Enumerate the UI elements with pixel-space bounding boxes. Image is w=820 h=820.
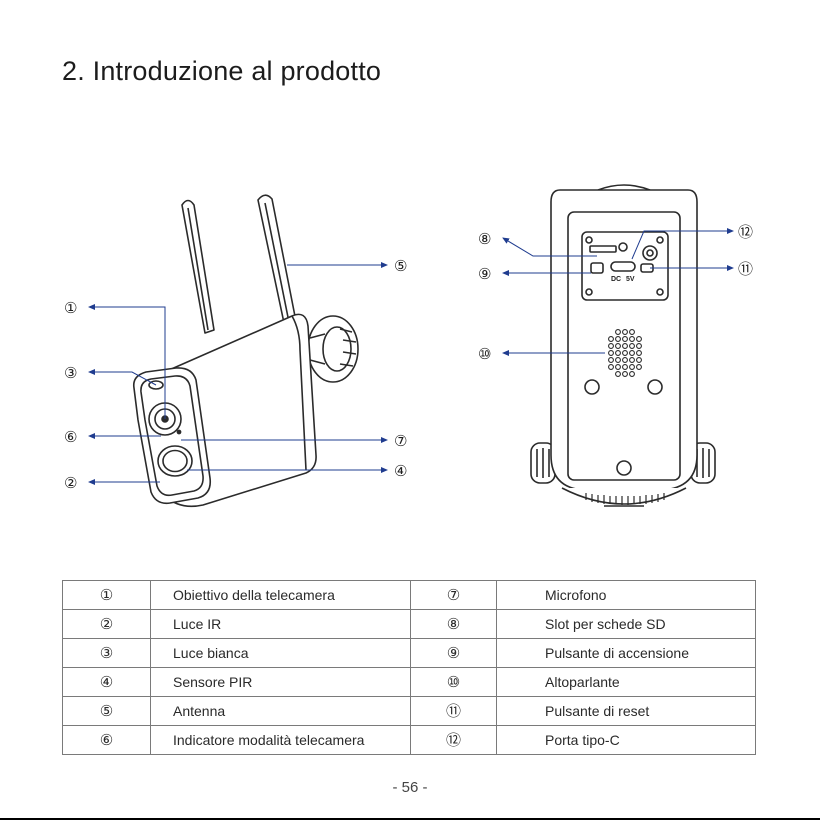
part-name: Obiettivo della telecamera — [151, 581, 411, 610]
callout-7: ⑦ — [394, 432, 407, 450]
table-row: ⑤ Antenna ⑪ Pulsante di reset — [63, 697, 756, 726]
callout-3: ③ — [64, 364, 77, 382]
part-number: ⑫ — [411, 726, 497, 755]
callout-12: ⑫ — [738, 223, 753, 241]
part-number: ④ — [63, 668, 151, 697]
part-number: ⑦ — [411, 581, 497, 610]
camera-front-illustration — [134, 195, 358, 506]
part-name: Altoparlante — [497, 668, 756, 697]
part-name: Luce IR — [151, 610, 411, 639]
callout-10: ⑩ — [478, 345, 491, 363]
part-name: Indicatore modalità telecamera — [151, 726, 411, 755]
part-number: ⑧ — [411, 610, 497, 639]
camera-back-illustration — [531, 185, 715, 506]
part-name: Pulsante di accensione — [497, 639, 756, 668]
part-name: Pulsante di reset — [497, 697, 756, 726]
part-number: ⑪ — [411, 697, 497, 726]
part-number: ③ — [63, 639, 151, 668]
part-name: Microfono — [497, 581, 756, 610]
callout-5: ⑤ — [394, 257, 407, 275]
part-name: Antenna — [151, 697, 411, 726]
table-row: ④ Sensore PIR ⑩ Altoparlante — [63, 668, 756, 697]
part-number: ⑥ — [63, 726, 151, 755]
table-row: ⑥ Indicatore modalità telecamera ⑫ Porta… — [63, 726, 756, 755]
part-name: Porta tipo-C — [497, 726, 756, 755]
callout-6: ⑥ — [64, 428, 77, 446]
part-number: ⑩ — [411, 668, 497, 697]
callout-9: ⑨ — [478, 265, 491, 283]
dc-label: DC — [611, 276, 621, 283]
part-name: Luce bianca — [151, 639, 411, 668]
callout-11: ⑪ — [738, 260, 753, 278]
table-row: ① Obiettivo della telecamera ⑦ Microfono — [63, 581, 756, 610]
part-number: ② — [63, 610, 151, 639]
callout-8: ⑧ — [478, 230, 491, 248]
part-name: Slot per schede SD — [497, 610, 756, 639]
product-diagram: DC 5V ① ③ ⑥ ② ⑤ ⑦ ④ ⑧ ⑨ ⑩ ⑫ ⑪ — [0, 0, 820, 560]
part-number: ⑤ — [63, 697, 151, 726]
page-number: - 56 - — [0, 779, 820, 796]
part-number: ① — [63, 581, 151, 610]
table-row: ③ Luce bianca ⑨ Pulsante di accensione — [63, 639, 756, 668]
part-number: ⑨ — [411, 639, 497, 668]
parts-table: ① Obiettivo della telecamera ⑦ Microfono… — [62, 580, 756, 755]
callout-4: ④ — [394, 462, 407, 480]
part-name: Sensore PIR — [151, 668, 411, 697]
table-row: ② Luce IR ⑧ Slot per schede SD — [63, 610, 756, 639]
callout-1: ① — [64, 299, 77, 317]
callout-2: ② — [64, 474, 77, 492]
voltage-label: 5V — [626, 276, 635, 283]
